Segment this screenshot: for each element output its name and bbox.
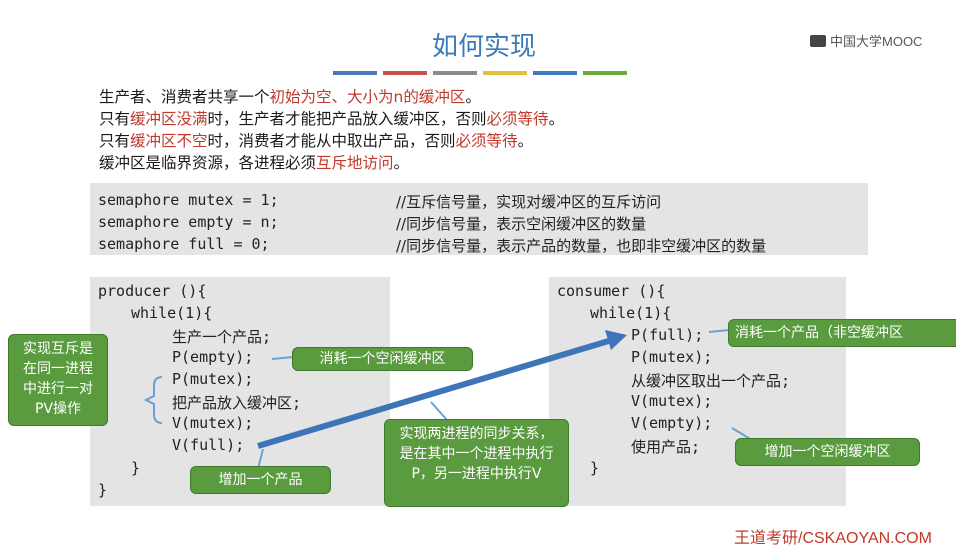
producer-line-1: producer (){: [98, 282, 207, 300]
producer-line-8: V(full);: [172, 436, 245, 454]
brand-text: 中国大学MOOC: [830, 34, 923, 49]
semaphore-mutex-comment: //互斥信号量，实现对缓冲区的互斥访问: [396, 193, 662, 211]
intro-line-4: 缓冲区是临界资源，各进程必须互斥地访问。: [99, 154, 410, 172]
sync-arrow-head: [605, 330, 627, 350]
consume-empty-pointer: [271, 356, 294, 360]
footer-watermark: 王道考研/CSKAOYAN.COM: [734, 530, 932, 547]
callout-consume-product: 消耗一个产品（非空缓冲区: [728, 319, 956, 347]
semaphore-declarations: semaphore mutex = 1; //互斥信号量，实现对缓冲区的互斥访问…: [90, 183, 868, 255]
intro-line-3: 只有缓冲区不空时，消费者才能从中取出产品，否则必须等待。: [99, 132, 534, 150]
consumer-line-9: }: [590, 459, 600, 477]
consumer-line-1: consumer (){: [557, 282, 666, 300]
intro-line-2: 只有缓冲区没满时，生产者才能把产品放入缓冲区，否则必须等待。: [99, 110, 565, 128]
sync-note-pointer: [430, 401, 448, 421]
color-bar-blue2: [533, 71, 577, 75]
consumer-line-2: while(1){: [590, 304, 672, 322]
callout-add-product: 增加一个产品: [190, 466, 331, 494]
color-bar-blue: [333, 71, 377, 75]
consumer-line-6: V(mutex);: [631, 392, 713, 410]
intro-line-1: 生产者、消费者共享一个初始为空、大小为n的缓冲区。: [99, 88, 481, 106]
semaphore-full-comment: //同步信号量，表示产品的数量，也即非空缓冲区的数量: [396, 237, 767, 255]
producer-line-2: while(1){: [131, 304, 213, 322]
callout-sync-relation: 实现两进程的同步关系，是在其中一个进程中执行P，另一进程中执行V: [384, 419, 569, 507]
callout-mutex-pv-pair: 实现互斥是在同一进程中进行一对PV操作: [8, 334, 108, 426]
consumer-line-3: P(full);: [631, 326, 704, 344]
semaphore-mutex: semaphore mutex = 1;: [98, 191, 279, 209]
producer-line-7: V(mutex);: [172, 414, 254, 432]
sync-arrow: [257, 337, 613, 449]
consumer-line-8: 使用产品;: [631, 438, 701, 456]
producer-line-9: }: [131, 459, 141, 477]
color-bar-yellow: [483, 71, 527, 75]
mooc-logo-icon: [810, 34, 826, 47]
producer-line-4: P(empty);: [172, 348, 254, 366]
semaphore-empty-comment: //同步信号量，表示空闲缓冲区的数量: [396, 215, 647, 233]
consumer-line-5: 从缓冲区取出一个产品;: [631, 372, 791, 390]
consume-product-pointer: [708, 329, 730, 333]
page-title: 如何实现: [431, 32, 536, 62]
semaphore-empty: semaphore empty = n;: [98, 213, 279, 231]
brand-logo: 中国大学MOOC: [810, 31, 922, 50]
consumer-line-4: P(mutex);: [631, 348, 713, 366]
producer-line-5: P(mutex);: [172, 370, 254, 388]
producer-line-6: 把产品放入缓冲区;: [172, 394, 302, 412]
callout-add-empty: 增加一个空闲缓冲区: [735, 438, 920, 466]
color-bar-red: [383, 71, 427, 75]
semaphore-full: semaphore full = 0;: [98, 235, 270, 253]
add-product-pointer: [257, 448, 264, 470]
color-bar-green: [583, 71, 627, 75]
callout-consume-empty: 消耗一个空闲缓冲区: [292, 347, 473, 371]
consumer-line-7: V(empty);: [631, 414, 713, 432]
color-bar-gray: [433, 71, 477, 75]
producer-line-10: }: [98, 481, 108, 499]
consumer-code-box: [549, 277, 846, 506]
intro-text: 生产者、消费者共享一个初始为空、大小为n的缓冲区。 只有缓冲区没满时，生产者才能…: [99, 86, 564, 174]
pv-pair-bracket: [143, 376, 163, 424]
producer-line-3: 生产一个产品;: [172, 328, 272, 346]
